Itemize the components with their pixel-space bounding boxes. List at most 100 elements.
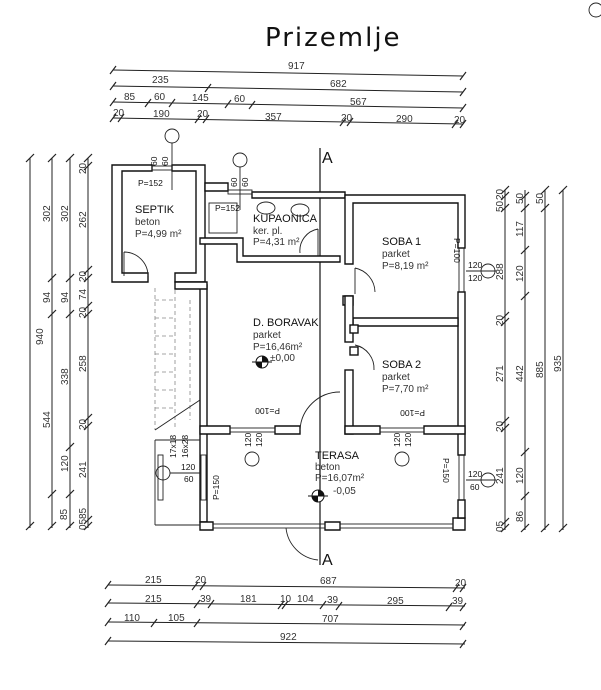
dim-label: 120 <box>515 467 526 484</box>
dim-label: 20 <box>495 188 506 200</box>
dim-label: 60 <box>154 92 166 103</box>
section-line-a: A A <box>319 148 333 569</box>
dim-label: 20 <box>495 314 506 326</box>
dim-label: 39 <box>200 594 212 605</box>
dim-label: 20 <box>454 115 466 126</box>
circle-marker-icon <box>164 128 180 144</box>
doors <box>123 201 376 561</box>
dim-label: 262 <box>78 211 89 228</box>
room-area: P=4,31 m² <box>253 237 300 248</box>
room-floor: beton <box>315 462 340 473</box>
dim-label: 687 <box>320 576 337 587</box>
dim-label: 39 <box>452 596 464 607</box>
dim-label: 442 <box>515 365 526 382</box>
window-label: P=150 <box>211 475 221 500</box>
dim-label: 20 <box>197 109 209 120</box>
dim-label: 20 <box>78 418 89 430</box>
dim-label: 567 <box>350 97 367 108</box>
dim-label: 241 <box>78 461 89 478</box>
dim-label: 302 <box>42 205 53 222</box>
dim-label: 338 <box>60 368 71 385</box>
dim-label: 94 <box>42 291 53 303</box>
dim-label: 302 <box>60 205 71 222</box>
room-floor: parket <box>253 330 281 341</box>
dim-label: 85 <box>78 507 89 519</box>
window-label: 120 <box>468 469 482 479</box>
window-label: 120 <box>392 433 402 447</box>
room-area: P=16,46m² <box>253 342 303 353</box>
room-name: D. BORAVAK <box>253 317 319 329</box>
dim-label: 20 <box>495 420 506 432</box>
room-floor: ker. pl. <box>253 226 282 237</box>
room-floor: parket <box>382 372 410 383</box>
window-label: P=100 <box>400 408 425 418</box>
window-label: 60 <box>470 482 480 492</box>
dim-label: 922 <box>280 632 297 643</box>
dim-label: 707 <box>322 614 339 625</box>
room-terasa: TERASA beton P=16,07m² -0,05 <box>315 450 365 497</box>
dim-label: 288 <box>495 263 506 280</box>
plan-title: Prizemlje <box>265 23 402 53</box>
stairs-label: 17x18 <box>168 435 178 458</box>
room-name: SEPTIK <box>135 204 175 216</box>
dim-label: 682 <box>330 79 347 90</box>
sink-icon <box>290 203 310 217</box>
dim-label: 145 <box>192 93 209 104</box>
window-label: 120 <box>181 462 195 472</box>
room-level: ±0,00 <box>270 353 295 364</box>
room-soba-2: SOBA 2 parket P=7,70 m² <box>382 359 429 395</box>
dim-label: 10 <box>280 594 292 605</box>
window-label: 120 <box>243 433 253 447</box>
dim-label: 120 <box>515 265 526 282</box>
dim-label: 110 <box>124 613 140 624</box>
chimney-icon <box>349 346 359 356</box>
window-label: 60 <box>160 156 170 166</box>
dim-label: 241 <box>495 467 506 484</box>
dim-label: 940 <box>35 328 46 345</box>
dim-label: 544 <box>42 411 53 428</box>
dim-label: 117 <box>515 221 526 237</box>
room-level: -0,05 <box>333 486 356 497</box>
room-name: SOBA 2 <box>382 359 421 371</box>
dim-label: 258 <box>78 355 89 372</box>
dim-label: 271 <box>495 365 506 382</box>
dim-label: 215 <box>145 594 162 605</box>
window-label: 120 <box>254 433 264 447</box>
dim-label: 104 <box>297 594 314 605</box>
opening-labels: P=152 P=152 P=100 P=100 P=100 P=150 P=15… <box>138 156 496 500</box>
dim-label: 20 <box>341 113 353 124</box>
right-dimensions: 20 50 288 20 271 20 241 05 50 117 120 44… <box>495 185 568 533</box>
dim-label: 20 <box>455 578 467 589</box>
dim-label: 120 <box>60 455 71 472</box>
room-septik: SEPTIK beton P=4,99 m² <box>135 204 182 240</box>
dim-label: 20 <box>195 575 207 586</box>
circle-marker-icon <box>244 451 260 467</box>
dim-label: 20 <box>78 270 89 282</box>
dim-label: 94 <box>60 291 71 303</box>
section-label-bottom: A <box>322 552 333 569</box>
stairs: 17x18 16x28 <box>154 288 201 526</box>
dim-label: 235 <box>152 75 169 86</box>
window-label: 60 <box>229 177 239 187</box>
dim-label: 05 <box>495 520 506 532</box>
room-area: P=16,07m² <box>315 473 365 484</box>
dim-label: 357 <box>265 112 282 123</box>
dim-label: 20 <box>78 306 89 318</box>
dim-label: 935 <box>553 355 564 372</box>
level-marker-icon <box>252 355 272 369</box>
dim-label: 60 <box>234 94 246 105</box>
dim-label: 85 <box>124 92 136 103</box>
section-label-top: A <box>322 150 333 167</box>
dim-label: 85 <box>59 508 70 520</box>
stairs-label: 16x28 <box>180 435 190 458</box>
dim-label: 181 <box>240 594 257 605</box>
room-floor: beton <box>135 217 160 228</box>
dim-label: 295 <box>387 596 404 607</box>
room-area: P=7,70 m² <box>382 384 429 395</box>
room-floor: parket <box>382 249 410 260</box>
dim-label: 74 <box>78 288 89 300</box>
room-area: P=4,99 m² <box>135 229 182 240</box>
circle-marker-icon <box>232 152 248 168</box>
dim-label: 05 <box>78 518 89 530</box>
